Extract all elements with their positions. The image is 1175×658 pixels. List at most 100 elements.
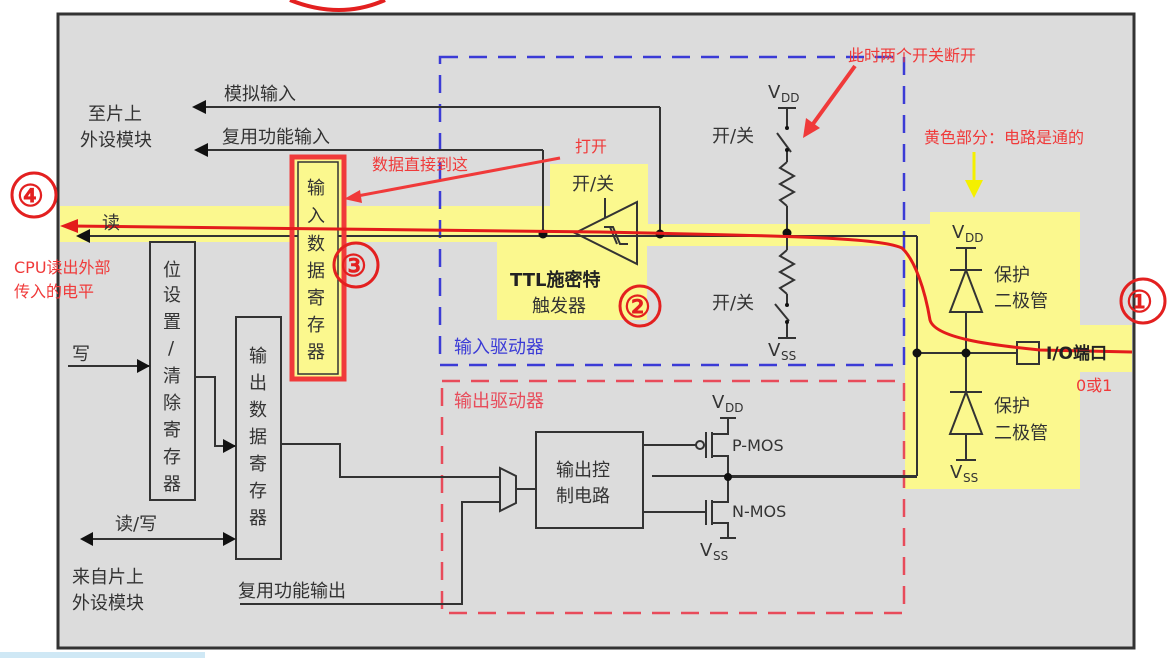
protect-diode-top-line1: 保护 [994, 265, 1030, 286]
vdd-pullup-label: V DD [768, 82, 799, 105]
svg-text:V: V [700, 540, 713, 561]
protect-diode-top-line2: 二极管 [994, 291, 1048, 312]
bit-set-reset-register-box [149, 241, 196, 501]
nmos-label: N-MOS [732, 502, 786, 521]
data-here-arrow [351, 156, 561, 199]
marker-2-circle [618, 284, 662, 328]
svg-text:V: V [768, 340, 781, 361]
pmos-label: P-MOS [732, 436, 784, 455]
svg-text:V: V [768, 82, 781, 103]
read-write-label: 读/写 [115, 514, 157, 535]
svg-text:输: 输 [307, 178, 325, 199]
to-peripheral-line2: 外设模块 [80, 130, 152, 151]
vdd-diode-label: V DD [952, 222, 983, 245]
cpu-read-note-line2: 传入的电平 [14, 282, 94, 301]
svg-text:V: V [712, 392, 725, 413]
svg-text:设: 设 [163, 285, 181, 306]
red-data-path [69, 224, 1133, 354]
output-control-box [535, 431, 644, 529]
from-peripheral-line2: 外设模块 [72, 593, 144, 614]
svg-text:存: 存 [249, 481, 267, 502]
switches-off-arrow [808, 64, 857, 130]
vss-diode-label: V SS [950, 462, 978, 485]
svg-text:SS: SS [963, 471, 978, 485]
svg-text:SS: SS [713, 549, 728, 563]
marker-1-circle [1119, 277, 1167, 325]
svg-text:/: / [168, 338, 175, 359]
svg-text:置: 置 [163, 312, 181, 333]
ttl-schmitt-line1: TTL施密特 [510, 269, 600, 291]
svg-text:出: 出 [249, 373, 267, 394]
protect-diode-bottom-line1: 保护 [994, 396, 1030, 417]
cpu-read-note-line1: CPU读出外部 [14, 258, 111, 277]
svg-text:位: 位 [163, 260, 181, 281]
schmitt-switch-label: 开/关 [572, 174, 614, 195]
output-control-line1: 输出控 [556, 460, 610, 481]
svg-text:除: 除 [163, 393, 181, 414]
output-data-register-box [235, 316, 282, 560]
svg-text:DD: DD [725, 401, 743, 415]
svg-text:据: 据 [307, 261, 325, 282]
svg-text:输: 输 [249, 346, 267, 367]
svg-text:数: 数 [249, 400, 267, 421]
to-peripheral-line1: 至片上 [88, 104, 142, 125]
read-label: 读 [102, 213, 120, 234]
input-driver-label: 输入驱动器 [454, 337, 544, 358]
io-pad [1016, 341, 1040, 365]
open-note: 打开 [575, 137, 607, 156]
wiring [68, 106, 1020, 605]
svg-text:DD: DD [781, 91, 799, 105]
io-port-label: I/O端口 [1046, 343, 1107, 364]
marker-3: ③ [340, 249, 367, 284]
mux-symbol [499, 466, 517, 513]
svg-text:寄: 寄 [249, 454, 267, 475]
protect-diode-top [948, 267, 984, 313]
svg-text:V: V [950, 462, 963, 483]
svg-text:清: 清 [163, 366, 181, 387]
bottom-strip [0, 652, 205, 658]
from-peripheral-line1: 来自片上 [72, 567, 144, 588]
arrowheads [76, 100, 236, 546]
yellow-part-note: 黄色部分：电路是通的 [924, 128, 1084, 147]
svg-text:器: 器 [249, 508, 267, 529]
data-here-note: 数据直接到这 [372, 155, 468, 174]
svg-text:数: 数 [307, 234, 325, 255]
switches-off-note: 此时两个开关断开 [848, 46, 976, 65]
input-driver-box [438, 55, 906, 367]
svg-text:SS: SS [781, 349, 796, 363]
ttl-schmitt-line2: 触发器 [532, 296, 586, 317]
marker-3-circle [332, 241, 380, 289]
svg-text:寄: 寄 [163, 420, 181, 441]
svg-text:存: 存 [307, 315, 325, 336]
svg-text:据: 据 [249, 427, 267, 448]
bit-set-reset-register-label: 位 设 置 / 清 除 寄 存 器 [163, 260, 181, 495]
alt-func-input-label: 复用功能输入 [222, 127, 330, 148]
vss-nmos-label: V SS [700, 540, 728, 563]
nmos-transistor [705, 477, 736, 539]
analog-input-label: 模拟输入 [224, 84, 296, 105]
svg-text:器: 器 [307, 342, 325, 363]
pulldown-switch-label: 开/关 [712, 293, 754, 314]
output-driver-label: 输出驱动器 [454, 391, 544, 412]
alt-func-output-label: 复用功能输出 [238, 581, 346, 602]
input-data-register-highlight [289, 154, 347, 382]
svg-text:V: V [952, 222, 965, 243]
output-data-register-label: 输 出 数 据 寄 存 器 [249, 346, 267, 529]
marker-2: ② [624, 290, 651, 325]
marker-4: ④ [17, 179, 44, 214]
partial-circle-marker [289, 0, 386, 12]
marker-4-circle [10, 171, 58, 219]
svg-text:入: 入 [307, 206, 325, 227]
zero-or-one-note: 0或1 [1076, 376, 1112, 395]
marker-1: ① [1126, 285, 1153, 320]
svg-text:存: 存 [163, 447, 181, 468]
output-control-line2: 制电路 [556, 486, 610, 507]
input-data-register-box [297, 161, 339, 375]
vss-pulldown-label: V SS [768, 340, 796, 363]
write-label: 写 [72, 344, 90, 365]
pmos-transistor [695, 417, 736, 477]
svg-text:DD: DD [965, 231, 983, 245]
input-data-register-label: 输 入 数 据 寄 存 器 [307, 178, 325, 363]
svg-text:器: 器 [163, 474, 181, 495]
